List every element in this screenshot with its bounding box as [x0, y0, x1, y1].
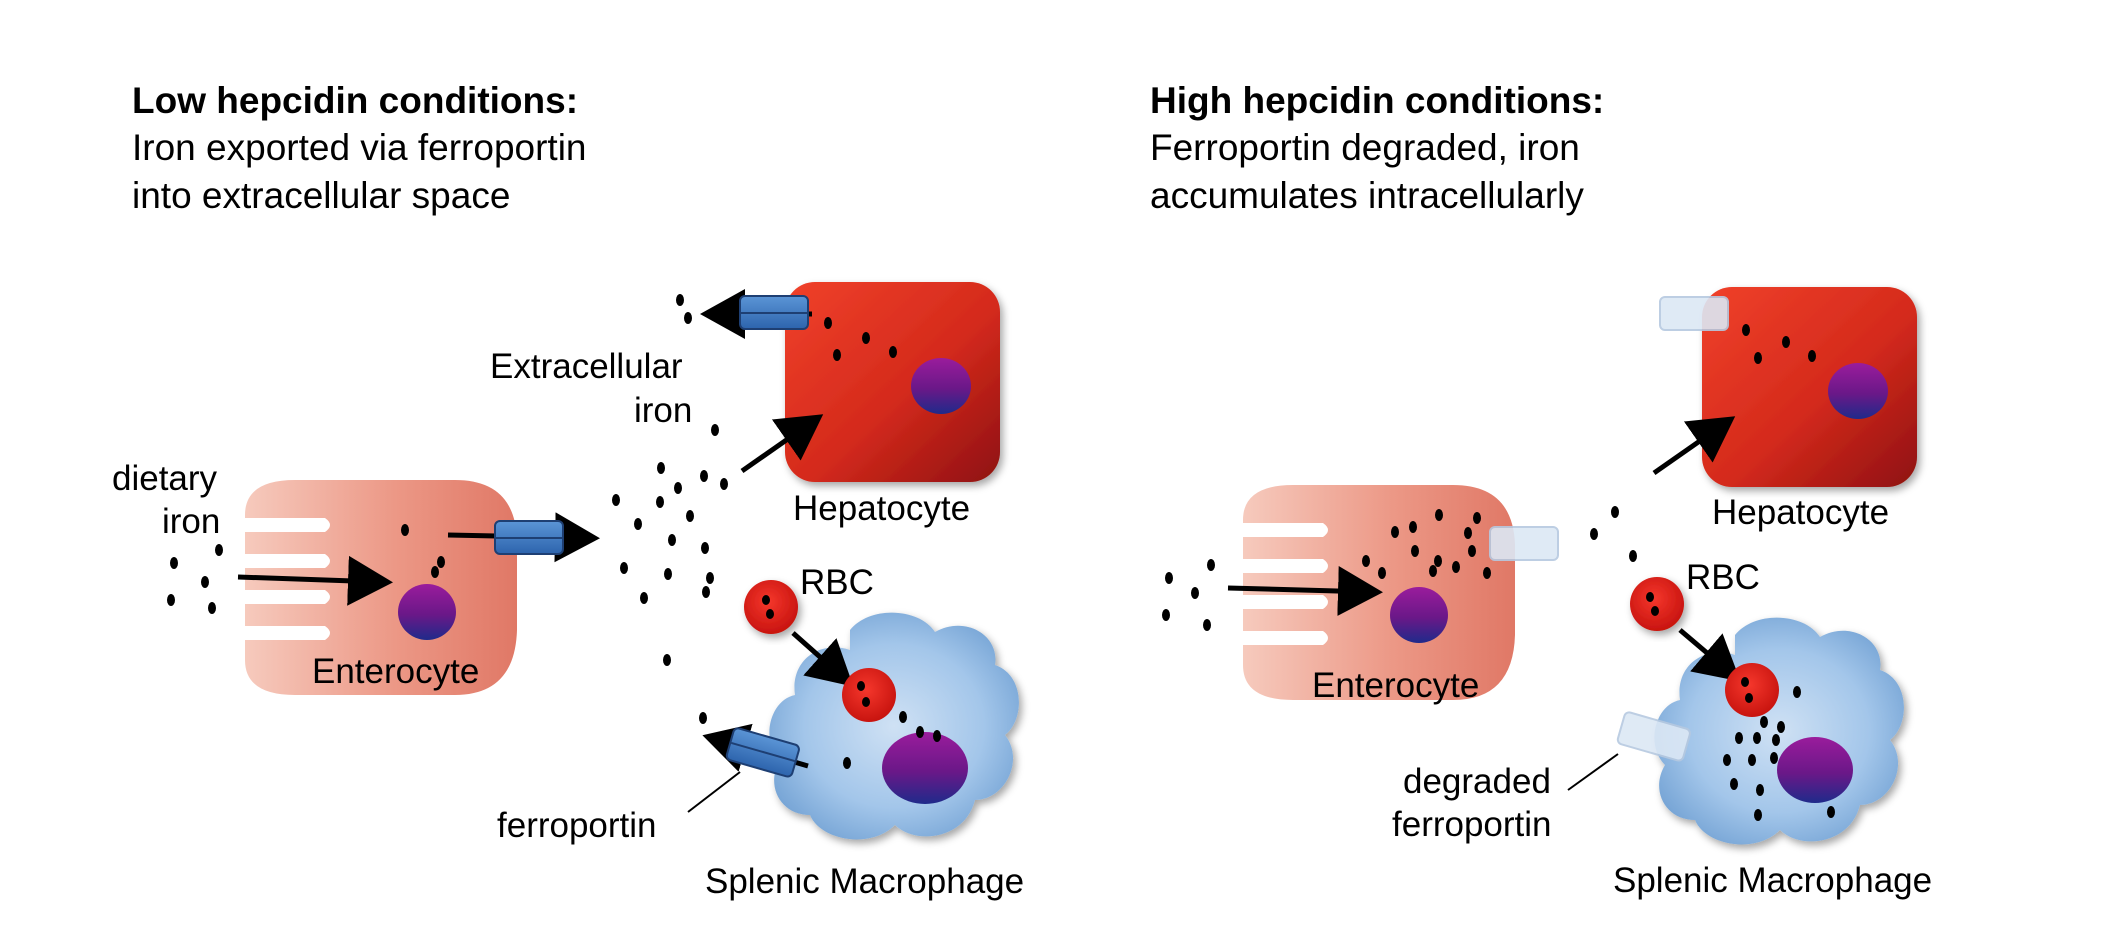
degraded-ferroportin-callout-line [1567, 753, 1619, 791]
right-subtitle-line1: Ferroportin degraded, iron [1150, 127, 1580, 168]
left-title: Low hepcidin conditions: [132, 80, 578, 121]
right-enterocyte-degraded-ferroportin [1489, 526, 1559, 561]
hepatocyte-nucleus [911, 358, 971, 414]
ferroportin-callout-line [687, 771, 741, 813]
left-panel: Low hepcidin conditions: Iron exported v… [112, 80, 1024, 901]
left-label-macrophage: Splenic Macrophage [705, 862, 1024, 901]
macrophage-ferroportin [725, 727, 800, 778]
left-label-dietary-iron-line1: dietary [112, 459, 218, 498]
right-dietary-iron-dots [1162, 559, 1215, 631]
right-macrophage-nucleus [1777, 737, 1853, 803]
left-label-extracellular-line2: iron [634, 391, 692, 430]
right-rbc-phagocytosis-arrow [1678, 628, 1741, 682]
enterocyte-nucleus [398, 584, 456, 640]
right-hepatocyte [1702, 287, 1917, 487]
left-enterocyte [245, 480, 517, 695]
right-dietary-uptake-arrow [1227, 566, 1383, 617]
dietary-iron-dots [167, 544, 223, 614]
right-title: High hepcidin conditions: [1150, 80, 1604, 121]
rbc-phagocytosis-arrow [791, 631, 854, 687]
left-subtitle-line1: Iron exported via ferroportin [132, 127, 587, 168]
left-label-hepatocyte: Hepatocyte [793, 489, 970, 528]
right-rbc [1630, 577, 1684, 631]
right-engulfed-rbc [1725, 663, 1779, 717]
left-rbc [744, 580, 798, 634]
macrophage-iron-dots [843, 711, 941, 769]
right-extracellular-iron-dots [1590, 506, 1637, 562]
right-label-degraded-line2: ferroportin [1392, 805, 1552, 844]
right-label-rbc: RBC [1686, 558, 1760, 597]
right-panel: High hepcidin conditions: Ferroportin de… [1150, 80, 1932, 900]
engulfed-rbc [842, 668, 896, 722]
left-label-dietary-iron-line2: iron [162, 502, 220, 541]
right-subtitle-line2: accumulates intracellularly [1150, 175, 1584, 216]
right-label-enterocyte: Enterocyte [1312, 666, 1479, 705]
right-label-degraded-line1: degraded [1403, 762, 1551, 801]
hepatocyte-iron-dots [824, 317, 897, 361]
right-label-macrophage: Splenic Macrophage [1613, 861, 1932, 900]
left-label-extracellular-line1: Extracellular [490, 347, 683, 386]
left-label-rbc: RBC [800, 563, 874, 602]
left-label-ferroportin: ferroportin [497, 806, 657, 845]
right-label-hepatocyte: Hepatocyte [1712, 493, 1889, 532]
left-label-enterocyte: Enterocyte [312, 652, 479, 691]
macrophage-nucleus [882, 732, 968, 804]
right-hepatocyte-iron-dots [1742, 324, 1816, 364]
right-macrophage-degraded-ferroportin [1616, 711, 1691, 762]
right-enterocyte [1243, 485, 1515, 700]
right-hepatocyte-nucleus [1828, 363, 1888, 419]
right-hepatocyte-uptake-arrow [1652, 416, 1736, 476]
hepatocyte-uptake-arrow [740, 414, 824, 474]
extracellular-iron-dots [612, 294, 728, 724]
left-hepatocyte [785, 282, 1000, 482]
right-macrophage-iron-dots [1723, 686, 1835, 821]
left-subtitle-line2: into extracellular space [132, 175, 510, 216]
right-hepatocyte-degraded-ferroportin [1659, 296, 1729, 331]
dietary-uptake-arrow [237, 555, 393, 606]
